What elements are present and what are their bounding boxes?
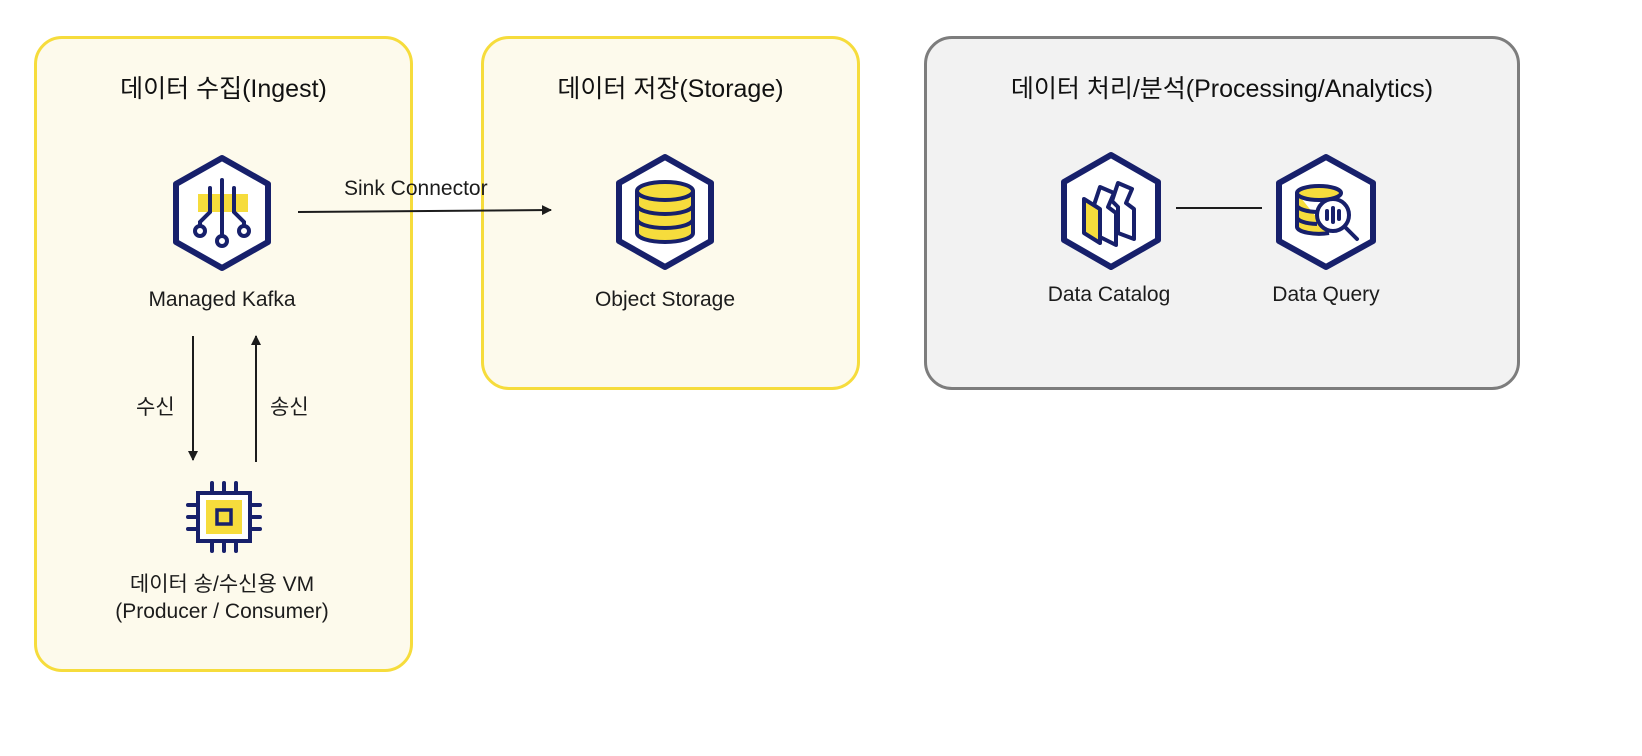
vm-label-line1: 데이터 송/수신용 VM [129,573,315,596]
storage-panel-title: 데이터 저장(Storage) [557,75,784,103]
object-storage-label: Object Storage [594,288,736,311]
receive-label: 수신 [136,396,175,419]
ingest-panel: 데이터 수집(Ingest) [34,36,413,672]
send-label: 송신 [270,396,309,419]
query-hex-icon [1276,154,1376,270]
kafka-label: Managed Kafka [148,288,296,311]
database-hex-icon [616,154,714,270]
processing-panel-title: 데이터 처리/분석(Processing/Analytics) [1010,75,1434,103]
processing-panel: 데이터 처리/분석(Processing/Analytics) [924,36,1520,390]
sink-connector-label: Sink Connector [344,177,488,200]
ingest-panel-title: 데이터 수집(Ingest) [120,75,327,103]
chip-icon [186,481,262,553]
data-query-label: Data Query [1272,283,1380,306]
vm-label-line2: (Producer / Consumer) [115,600,329,623]
sink-connector-arrow [297,205,552,216]
kafka-hex-icon [173,155,271,271]
catalog-hex-icon [1061,152,1161,270]
data-catalog-label: Data Catalog [1047,283,1171,306]
